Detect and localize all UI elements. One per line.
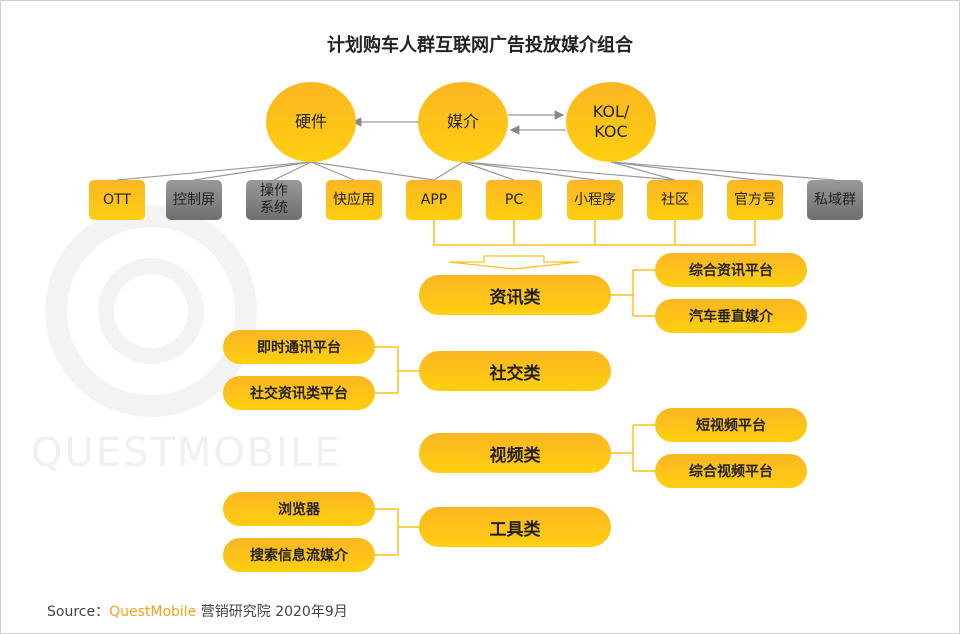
category-social: 社交类 [419,351,611,391]
category-video: 视频类 [419,433,611,473]
sub-social-info: 社交资讯类平台 [223,376,375,410]
kol-koc-node: KOL/ KOC [566,82,656,162]
source-prefix: Source： [47,604,110,620]
source-note: Source：QuestMobile 营销研究院 2020年9月 [47,601,348,621]
category-info: 资讯类 [419,275,611,315]
sub-browser: 浏览器 [223,492,375,526]
box-control-screen: 控制屏 [166,180,222,220]
box-app: APP [406,180,462,220]
sub-im-platform: 即时通讯平台 [223,330,375,364]
box-community: 社区 [647,180,703,220]
box-official-account: 官方号 [727,180,783,220]
source-suffix: 营销研究院 2020年9月 [196,604,348,620]
sub-search-feed: 搜索信息流媒介 [223,538,375,572]
category-tool: 工具类 [419,507,611,547]
box-os: 操作系统 [246,180,302,220]
sub-video-platform: 综合视频平台 [655,454,807,488]
box-private-group: 私域群 [807,180,863,220]
sub-auto-vertical: 汽车垂直媒介 [655,299,807,333]
box-quick-app: 快应用 [326,180,382,220]
media-node: 媒介 [418,82,508,162]
watermark-text: QUESTMOBILE [31,430,342,476]
sub-info-platform: 综合资讯平台 [655,253,807,287]
box-pc: PC [486,180,542,220]
source-brand: QuestMobile [109,604,197,620]
hardware-node: 硬件 [266,82,356,162]
box-mini-program: 小程序 [567,180,623,220]
diagram-title: 计划购车人群互联网广告投放媒介组合 [327,35,633,56]
sub-short-video: 短视频平台 [655,408,807,442]
box-ott: OTT [89,180,145,220]
